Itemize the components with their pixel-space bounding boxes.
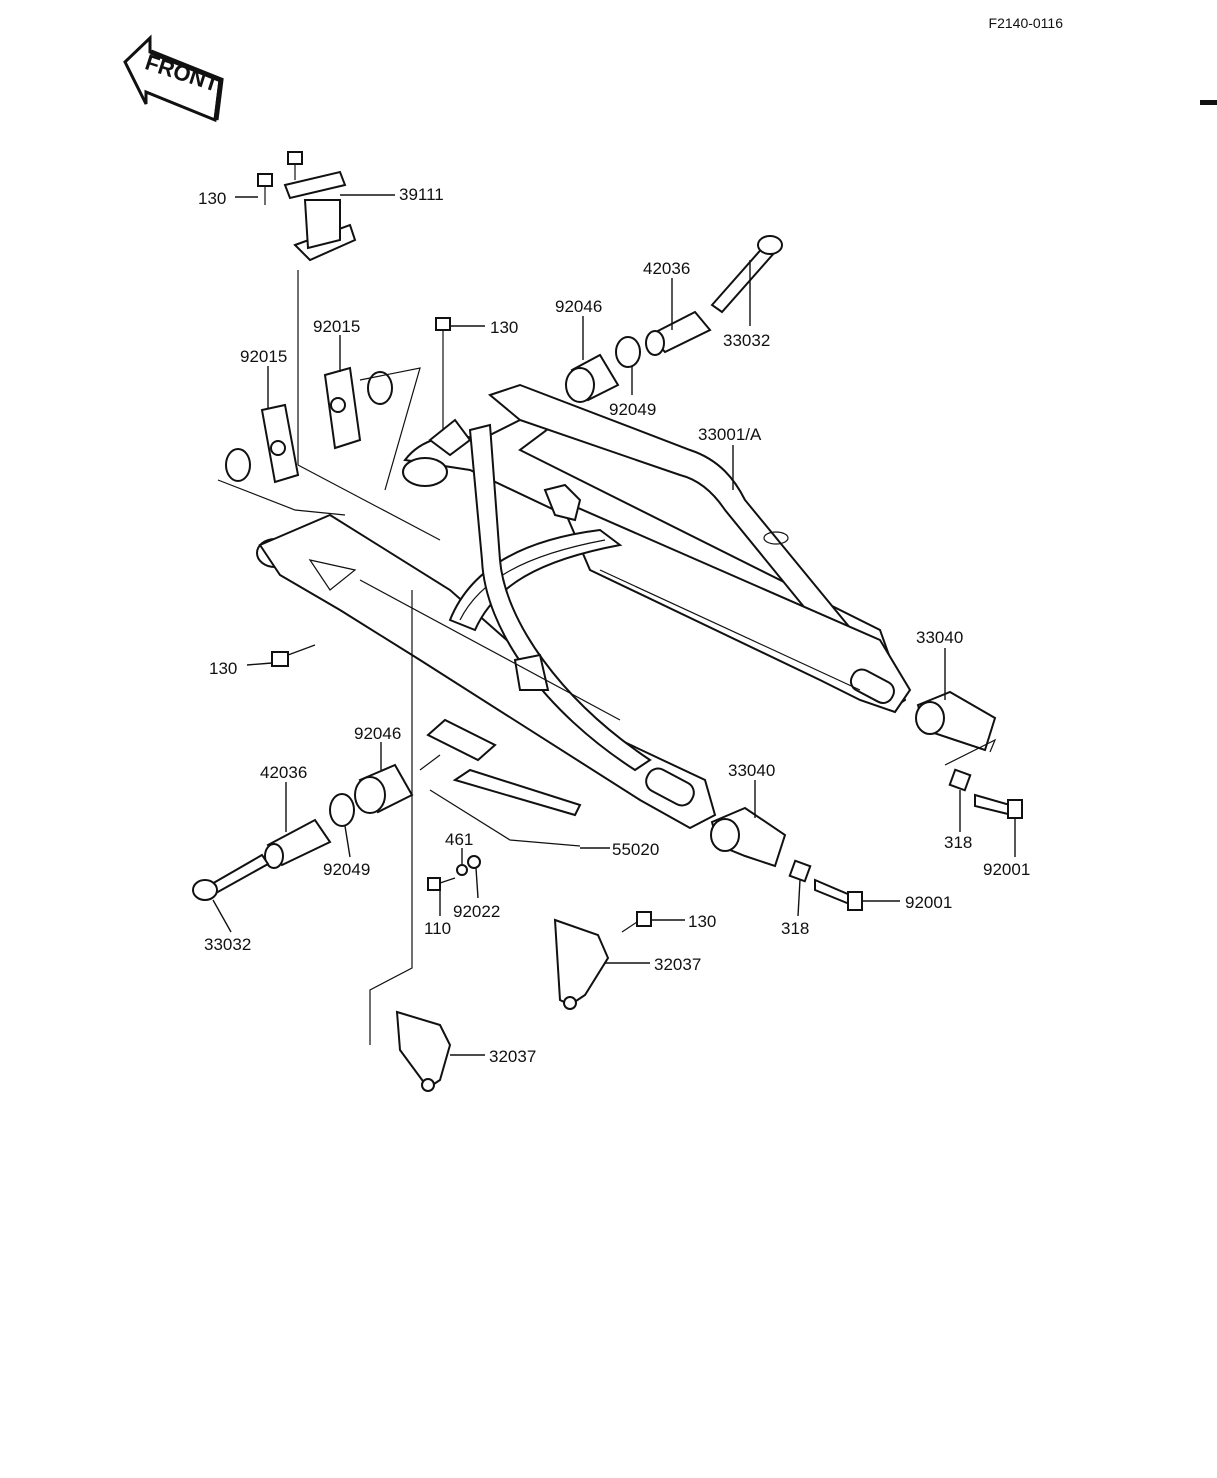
callout-labels: 130 39111 92015 92015 130 92046 42036 33… — [198, 185, 1030, 1066]
bolt-130-pivot — [435, 317, 451, 430]
chain-guard-55020 — [419, 718, 582, 847]
callout-92015-b: 92015 — [240, 347, 287, 366]
collar-92046-lower — [354, 763, 414, 814]
callout-42036-upper: 42036 — [643, 259, 690, 278]
callout-33032-upper: 33032 — [723, 331, 770, 350]
callout-32037-lower: 32037 — [489, 1047, 536, 1066]
callout-92015-a: 92015 — [313, 317, 360, 336]
bracket-39111 — [283, 170, 441, 541]
callout-33040-right: 33040 — [916, 628, 963, 647]
bolt-130-lower — [621, 911, 652, 933]
bolt-92001-right — [974, 793, 1023, 819]
callout-318-left: 318 — [781, 919, 809, 938]
edge-mark — [1200, 100, 1217, 105]
callout-92022: 92022 — [453, 902, 500, 921]
nut-318-right — [948, 768, 972, 792]
callout-130-lower: 130 — [688, 912, 716, 931]
adjuster-33040-left — [710, 806, 787, 868]
bolt-33032-upper — [710, 235, 783, 314]
washer-92022 — [467, 855, 481, 869]
callout-92001-left: 92001 — [905, 893, 952, 912]
callout-55020: 55020 — [612, 840, 659, 859]
callout-130-pivot: 130 — [490, 318, 518, 337]
bolt-33032-lower — [192, 853, 270, 901]
bolt-92001-left — [814, 878, 863, 911]
swingarm-33001 — [256, 383, 912, 830]
callout-33032-lower: 33032 — [204, 935, 251, 954]
washer-92049-lower — [329, 793, 355, 827]
callout-461: 461 — [445, 830, 473, 849]
sleeve-42036-lower — [264, 818, 332, 869]
bolt-130-left — [271, 644, 316, 667]
callout-92046-upper: 92046 — [555, 297, 602, 316]
callout-92046-lower: 92046 — [354, 724, 401, 743]
callout-39111: 39111 — [399, 185, 444, 204]
callout-318-right: 318 — [944, 833, 972, 852]
callout-42036-lower: 42036 — [260, 763, 307, 782]
callout-32037-upper: 32037 — [654, 955, 701, 974]
collar-92046-upper — [565, 353, 620, 403]
bolt-130-top-b — [287, 151, 303, 180]
diagram-code: F2140-0116 — [989, 15, 1064, 31]
nut-318-left — [788, 859, 812, 883]
adjuster-33040-right — [915, 690, 997, 766]
lockwasher-461 — [456, 864, 468, 876]
callout-33040-left: 33040 — [728, 761, 775, 780]
bracket-32037-upper — [553, 918, 610, 1010]
callout-110: 110 — [424, 919, 451, 938]
bracket-32037-lower — [369, 590, 452, 1092]
callout-130-left: 130 — [209, 659, 237, 678]
leader-lines — [212, 194, 1016, 1056]
bolt-110 — [427, 877, 456, 891]
callout-92001-right: 92001 — [983, 860, 1030, 879]
plate-92015-b — [217, 403, 346, 516]
plate-92015-a — [323, 366, 421, 491]
callout-92049-upper: 92049 — [609, 400, 656, 419]
washer-92049-upper — [615, 336, 641, 368]
callout-130-top: 130 — [198, 189, 226, 208]
bolt-130-top-a — [257, 173, 273, 205]
callout-92049-lower: 92049 — [323, 860, 370, 879]
callout-33001: 33001/A — [698, 425, 762, 444]
sleeve-42036-upper — [645, 310, 712, 356]
front-arrow-icon: FRONT — [123, 34, 224, 123]
